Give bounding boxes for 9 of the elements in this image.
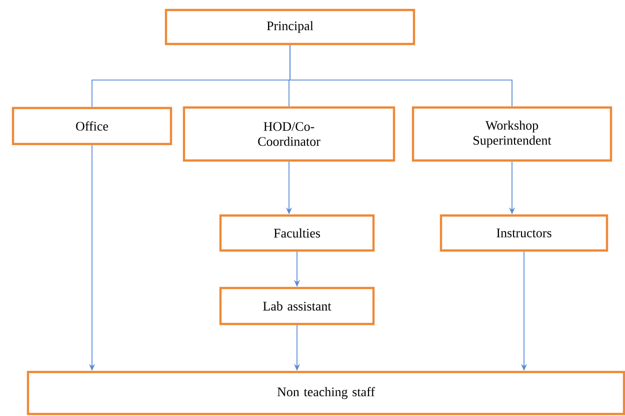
connector xyxy=(290,44,512,107)
org-box: HOD/Co- Coordinator xyxy=(182,106,396,162)
org-box: Faculties xyxy=(219,214,375,252)
org-box: Instructors xyxy=(440,214,608,252)
org-box: Workshop Superintendent xyxy=(412,106,612,162)
org-box: Principal xyxy=(164,8,416,46)
org-box: Lab assistant xyxy=(219,286,375,326)
org-box: Non teaching staff xyxy=(26,370,625,416)
org-box: Office xyxy=(12,106,172,146)
